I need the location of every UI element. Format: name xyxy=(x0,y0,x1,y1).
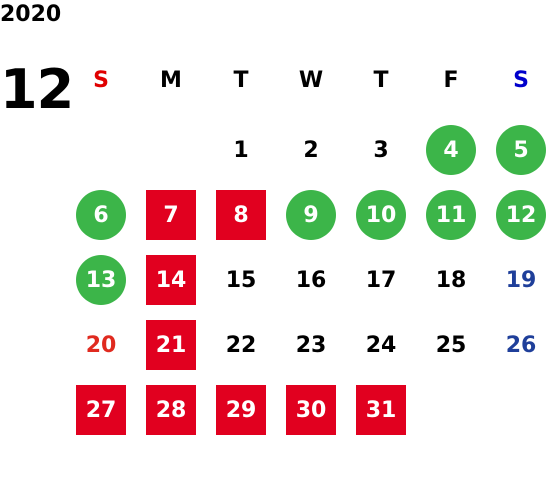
day-cell-5[interactable]: 5 xyxy=(496,125,546,175)
day-cell-20[interactable]: 20 xyxy=(85,332,117,358)
day-cell-10[interactable]: 10 xyxy=(356,190,406,240)
day-cell-18[interactable]: 18 xyxy=(435,267,467,293)
weekday-header-4: T xyxy=(373,67,389,93)
day-cell-15[interactable]: 15 xyxy=(225,267,257,293)
day-cell-26[interactable]: 26 xyxy=(505,332,537,358)
day-cell-12[interactable]: 12 xyxy=(496,190,546,240)
day-cell-29[interactable]: 29 xyxy=(216,385,266,435)
day-cell-30[interactable]: 30 xyxy=(286,385,336,435)
day-cell-24[interactable]: 24 xyxy=(365,332,397,358)
day-cell-9[interactable]: 9 xyxy=(286,190,336,240)
day-cell-21[interactable]: 21 xyxy=(146,320,196,370)
day-cell-23[interactable]: 23 xyxy=(295,332,327,358)
day-cell-2[interactable]: 2 xyxy=(303,137,319,163)
weekday-header-2: T xyxy=(233,67,249,93)
month-number: 12 xyxy=(0,58,74,121)
day-cell-31[interactable]: 31 xyxy=(356,385,406,435)
day-cell-27[interactable]: 27 xyxy=(76,385,126,435)
year-label: 2020 xyxy=(0,2,62,27)
day-cell-6[interactable]: 6 xyxy=(76,190,126,240)
weekday-header-6: S xyxy=(513,67,529,93)
day-cell-8[interactable]: 8 xyxy=(216,190,266,240)
day-cell-16[interactable]: 16 xyxy=(295,267,327,293)
day-cell-1[interactable]: 1 xyxy=(233,137,249,163)
weekday-header-0: S xyxy=(93,67,109,93)
weekday-header-3: W xyxy=(298,67,324,93)
day-cell-4[interactable]: 4 xyxy=(426,125,476,175)
day-cell-13[interactable]: 13 xyxy=(76,255,126,305)
day-cell-17[interactable]: 17 xyxy=(365,267,397,293)
day-cell-19[interactable]: 19 xyxy=(505,267,537,293)
weekday-header-5: F xyxy=(443,67,459,93)
day-cell-25[interactable]: 25 xyxy=(435,332,467,358)
day-cell-3[interactable]: 3 xyxy=(373,137,389,163)
weekday-header-1: M xyxy=(160,67,182,93)
day-cell-22[interactable]: 22 xyxy=(225,332,257,358)
day-cell-11[interactable]: 11 xyxy=(426,190,476,240)
day-cell-7[interactable]: 7 xyxy=(146,190,196,240)
day-cell-28[interactable]: 28 xyxy=(146,385,196,435)
day-cell-14[interactable]: 14 xyxy=(146,255,196,305)
